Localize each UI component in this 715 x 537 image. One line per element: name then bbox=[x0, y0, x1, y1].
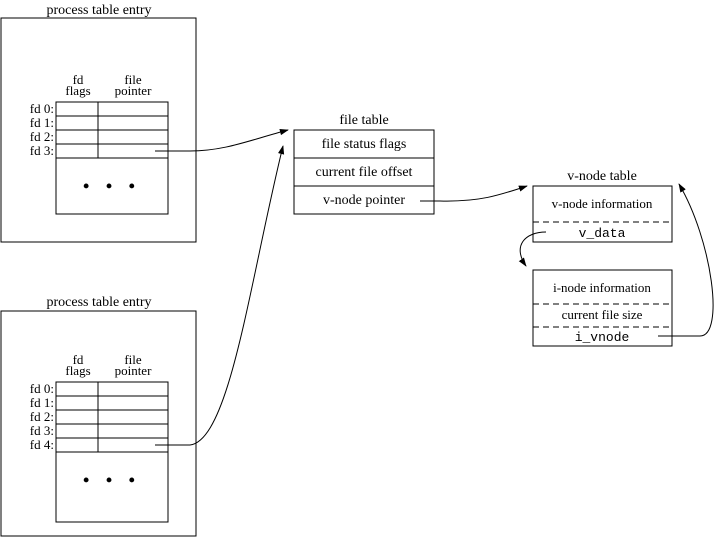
i-vnode-field: i_vnode bbox=[575, 330, 630, 345]
vnode-box bbox=[532, 185, 673, 243]
file-status-flags-field: file status flags bbox=[322, 137, 407, 152]
inode-information-field: i-node information bbox=[553, 280, 651, 295]
fd-flags-header-line2: flags bbox=[65, 363, 90, 378]
vnode-pointer-field: v-node pointer bbox=[323, 193, 405, 208]
ellipsis-1: • • • bbox=[83, 176, 141, 196]
fd-flags-header-line2: flags bbox=[65, 83, 90, 98]
fd4-to-file-table-arrow bbox=[155, 145, 285, 446]
current-file-size-field: current file size bbox=[562, 307, 643, 322]
fd-flags-header-line1: fd bbox=[73, 352, 84, 367]
i-vnode-to-vnode-arrow bbox=[658, 183, 714, 337]
file-pointer-header-line2: pointer bbox=[115, 83, 152, 98]
vnode-table: v-node table v-node information v_data i… bbox=[532, 169, 673, 347]
process-table-entry-2: process table entry fd flags file pointe… bbox=[0, 295, 197, 537]
v-data-to-inode-arrow bbox=[518, 231, 547, 267]
fd-row-label: fd 1: bbox=[30, 115, 54, 130]
file-pointer-header-line1: file bbox=[124, 72, 142, 87]
file-pointer-header-line2: pointer bbox=[115, 363, 152, 378]
process-entry-1-frame bbox=[0, 17, 197, 243]
process-entry-2-title: process table entry bbox=[47, 295, 152, 310]
fd3-to-file-table-arrow bbox=[155, 129, 289, 152]
fd-row-label: fd 2: bbox=[30, 409, 54, 424]
fd-row-label: fd 0: bbox=[30, 381, 54, 396]
file-table: file table file status flags current fil… bbox=[293, 113, 435, 215]
vnode-table-title: v-node table bbox=[567, 169, 637, 184]
process-entry-2-frame bbox=[0, 310, 197, 537]
fd-row-label: fd 1: bbox=[30, 395, 54, 410]
fd-row-label: fd 2: bbox=[30, 129, 54, 144]
inode-box bbox=[532, 269, 673, 347]
file-table-box bbox=[293, 129, 435, 215]
process-table-entry-1: process table entry fd flags file pointe… bbox=[0, 3, 197, 243]
fd-row-label: fd 3: bbox=[30, 423, 54, 438]
file-table-to-vnode-arrow bbox=[420, 185, 528, 202]
file-pointer-header-line1: file bbox=[124, 352, 142, 367]
v-data-field: v_data bbox=[579, 226, 626, 241]
current-file-offset-field: current file offset bbox=[316, 165, 413, 180]
file-table-title: file table bbox=[339, 113, 388, 128]
fd-row-label: fd 0: bbox=[30, 101, 54, 116]
process-entry-1-title: process table entry bbox=[47, 3, 152, 18]
fd-row-label: fd 4: bbox=[30, 437, 54, 452]
vnode-information-field: v-node information bbox=[552, 196, 653, 211]
fd-flags-header-line1: fd bbox=[73, 72, 84, 87]
ellipsis-2: • • • bbox=[83, 470, 141, 490]
fd-row-label: fd 3: bbox=[30, 143, 54, 158]
